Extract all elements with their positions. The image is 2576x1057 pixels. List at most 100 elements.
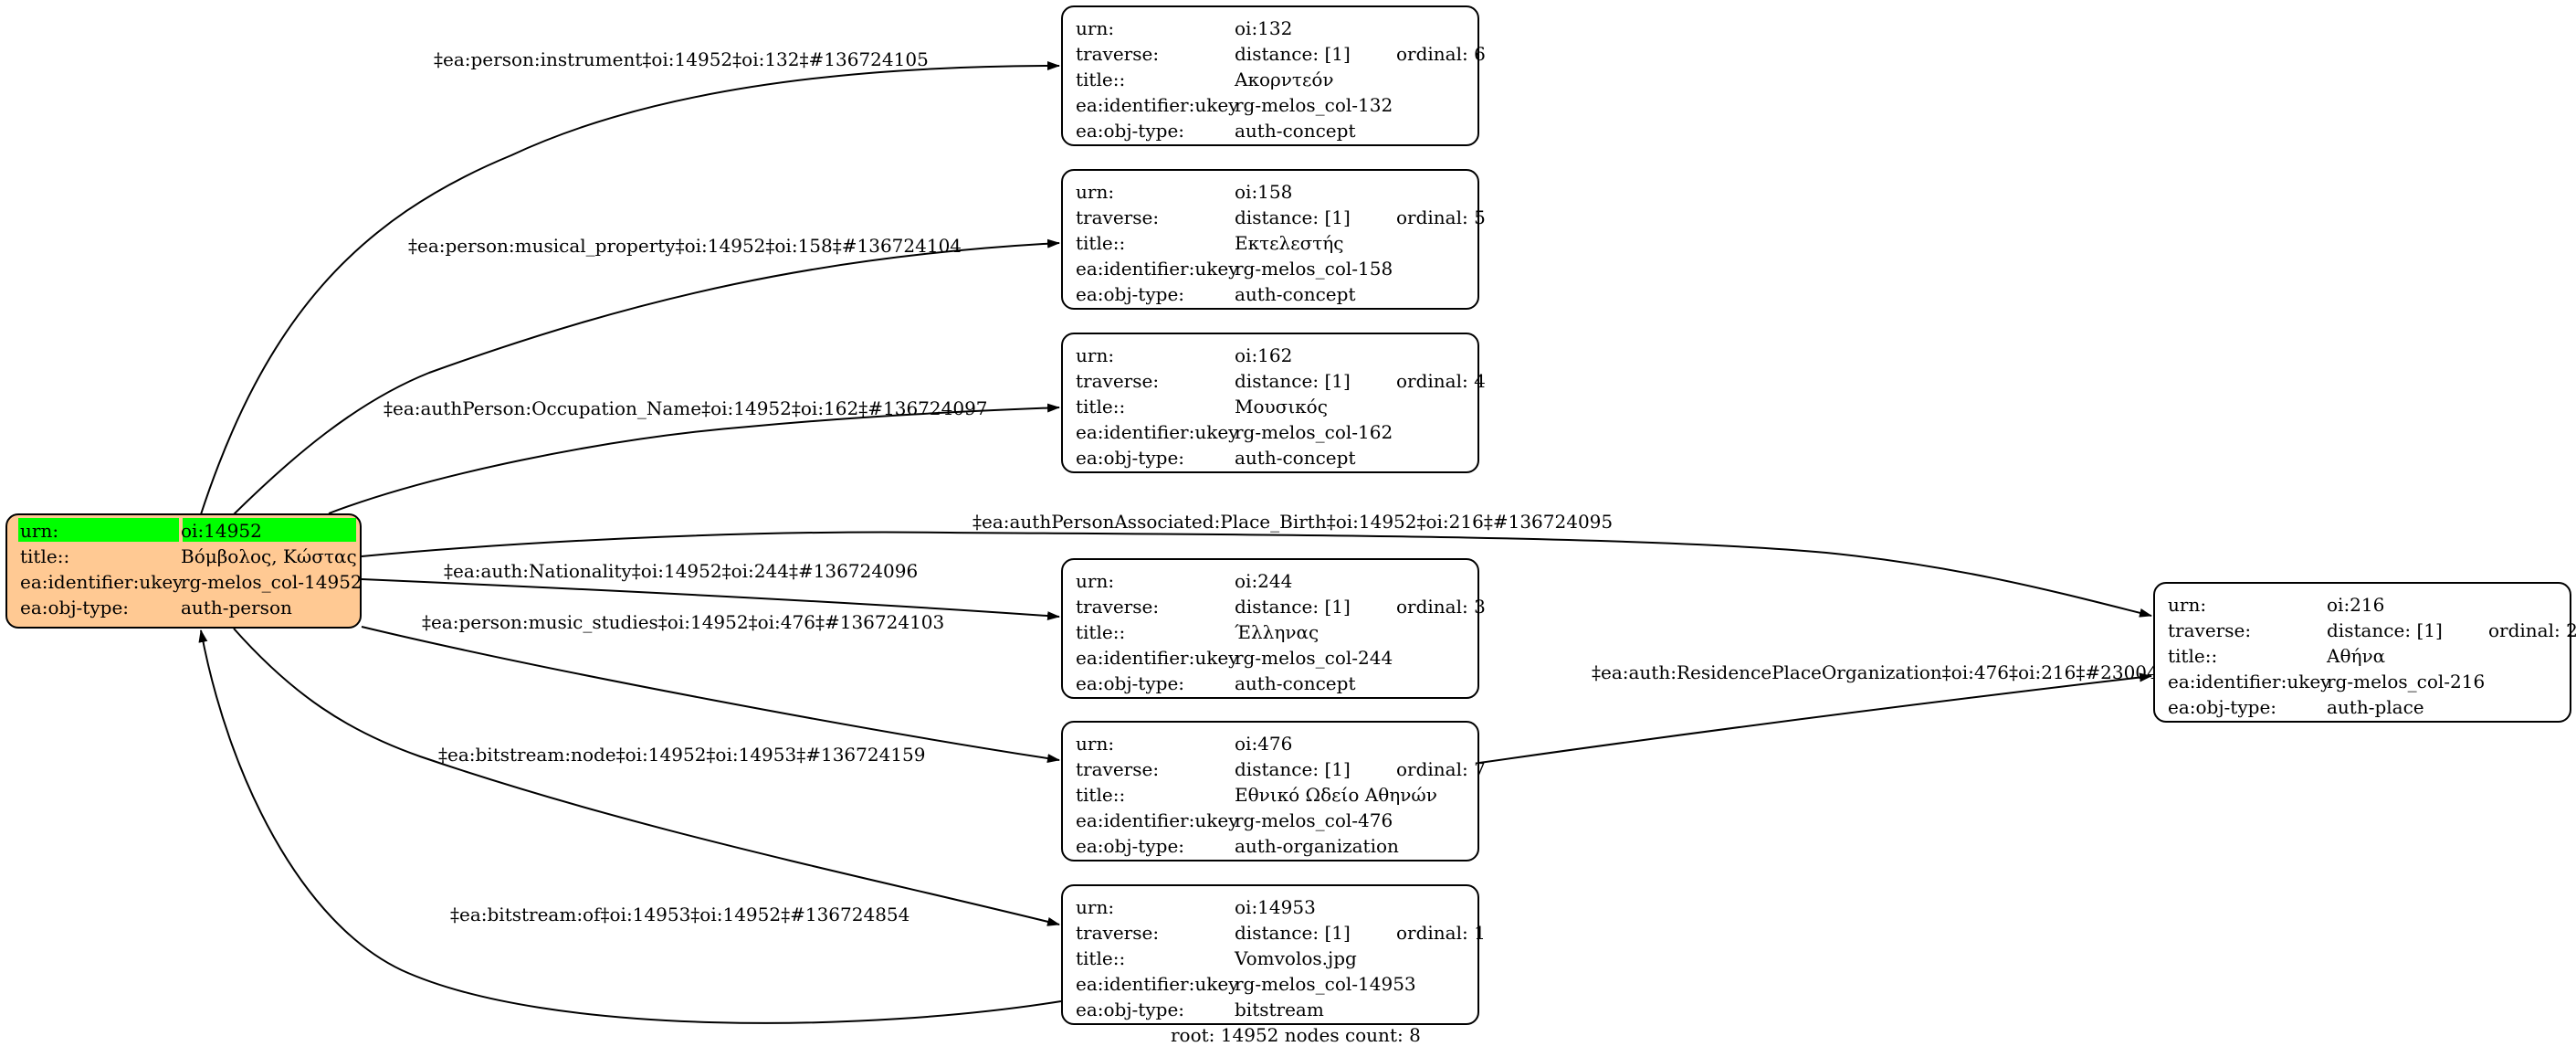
node-row-urn: urn:oi:216 bbox=[2155, 592, 2570, 618]
edge-root-to-n162 bbox=[328, 403, 1060, 514]
field-key-ukey: ea:identifier:ukey bbox=[1076, 94, 1239, 116]
field-value-traverse: distance: [1] bbox=[2327, 619, 2443, 641]
node-row-traverse: traverse:distance: [1]ordinal: 5 bbox=[1063, 205, 1486, 230]
field-key-ukey: ea:identifier:ukey bbox=[1076, 421, 1239, 443]
field-key-traverse: traverse: bbox=[1076, 370, 1160, 392]
field-key-title: title:: bbox=[1076, 232, 1126, 254]
node-row-urn: urn: oi:476 bbox=[1063, 731, 1477, 756]
field-key-objtype: ea:obj-type: bbox=[2168, 696, 2277, 718]
edge-label: ‡ea:auth:Nationality‡oi:14952‡oi:244‡#13… bbox=[444, 560, 918, 582]
edge-label: ‡ea:authPerson:Occupation_Name‡oi:14952‡… bbox=[384, 397, 988, 419]
field-key-traverse: traverse: bbox=[1076, 758, 1160, 780]
node-row-urn: urn:oi:162 bbox=[1063, 343, 1477, 368]
edge-label: ‡ea:person:music_studies‡oi:14952‡oi:476… bbox=[422, 611, 944, 633]
field-value-traverse: distance: [1] bbox=[1235, 370, 1351, 392]
node-row-title: title::Εκτελεστής bbox=[1063, 230, 1477, 256]
edge-root-to-n216 bbox=[361, 531, 2152, 618]
node-row-urn: urn:oi:158 bbox=[1063, 179, 1477, 205]
field-key-ukey: ea:identifier:ukey bbox=[1076, 258, 1239, 280]
field-value-ukey: rg-melos_col-244 bbox=[1235, 647, 1393, 669]
field-key-traverse: traverse: bbox=[1076, 596, 1160, 618]
field-ordinal: ordinal: 3 bbox=[1396, 596, 1486, 618]
field-value-ukey: rg-melos_col-14953 bbox=[1235, 973, 1416, 995]
field-value-traverse: distance: [1] bbox=[1235, 596, 1351, 618]
node-row-objtype: ea:obj-type:auth-organization bbox=[1063, 833, 1477, 859]
edge-label: ‡ea:person:musical_property‡oi:14952‡oi:… bbox=[408, 235, 962, 257]
graph-footer: root: 14952 nodes count: 8 bbox=[1171, 1024, 1421, 1046]
field-value-traverse: distance: [1] bbox=[1235, 43, 1351, 65]
field-key-traverse: traverse: bbox=[2168, 619, 2252, 641]
root-node[interactable]: urn: oi:14952 title:: Βόμβολος, Κώστας e… bbox=[5, 513, 363, 629]
field-key-urn: urn: bbox=[1076, 570, 1115, 592]
edge-label: ‡ea:auth:ResidencePlaceOrganization‡oi:4… bbox=[1592, 661, 2170, 683]
root-row-objtype: ea:obj-type: auth-person bbox=[7, 595, 360, 620]
node-row-title: title::Μουσικός bbox=[1063, 394, 1477, 419]
urn-key-highlight bbox=[18, 518, 179, 542]
field-ordinal: ordinal: 4 bbox=[1396, 370, 1486, 392]
field-value-objtype: bitstream bbox=[1235, 999, 1324, 1020]
field-key-traverse: traverse: bbox=[1076, 206, 1160, 228]
node-oi-476[interactable]: urn: oi:476 traverse: distance: [1] ordinal:… bbox=[1061, 721, 1486, 861]
node-row-objtype: ea:obj-type:auth-place bbox=[2155, 694, 2570, 720]
node-row-objtype: ea:obj-type:bitstream bbox=[1063, 997, 1477, 1022]
node-row-urn: urn:oi:14953 bbox=[1063, 894, 1477, 920]
field-value-ukey: rg-melos_col-216 bbox=[2327, 671, 2486, 692]
edge-n476-to-n216 bbox=[1478, 672, 2152, 764]
field-key-traverse: traverse: bbox=[1076, 922, 1160, 944]
field-key-title: title:: bbox=[1076, 69, 1126, 90]
node-row-objtype: ea:obj-type:auth-concept bbox=[1063, 281, 1477, 307]
field-value-title: Αθήνα bbox=[2327, 645, 2386, 667]
root-row-ukey: ea:identifier:ukey rg-melos_col-14952 bbox=[7, 569, 363, 595]
root-row-title: title:: Βόμβολος, Κώστας bbox=[7, 544, 360, 569]
field-key-objtype: ea:obj-type: bbox=[1076, 835, 1185, 857]
field-value-urn: oi:132 bbox=[1235, 17, 1293, 39]
node-row-title: title::Έλληνας bbox=[1063, 619, 1477, 645]
node-row-traverse: traverse: distance: [1] ordinal: 7 bbox=[1063, 756, 1486, 782]
field-key-urn: urn: bbox=[1076, 733, 1115, 755]
node-row-traverse: traverse:distance: [1]ordinal: 2 bbox=[2155, 618, 2576, 643]
field-value-ukey: rg-melos_col-132 bbox=[1235, 94, 1393, 116]
node-row-traverse: traverse: distance: [1] ordinal: 1 bbox=[1063, 920, 1486, 946]
field-value-urn: oi:14953 bbox=[1235, 896, 1316, 918]
field-key-ukey: ea:identifier:ukey bbox=[2168, 671, 2331, 692]
node-row-objtype: ea:obj-type:auth-concept bbox=[1063, 118, 1477, 143]
field-key-title: title:: bbox=[1076, 784, 1126, 806]
root-ukey-key: ea:identifier:ukey bbox=[20, 571, 184, 593]
node-row-urn: urn:oi:244 bbox=[1063, 568, 1477, 594]
field-ordinal: ordinal: 1 bbox=[1396, 922, 1486, 944]
field-value-traverse: distance: [1] bbox=[1235, 922, 1351, 944]
root-objtype-value: auth-person bbox=[181, 597, 292, 618]
field-key-urn: urn: bbox=[1076, 17, 1115, 39]
field-key-objtype: ea:obj-type: bbox=[1076, 447, 1185, 469]
root-row-urn: urn: oi:14952 bbox=[7, 518, 360, 544]
edge-root-to-n132 bbox=[200, 61, 1060, 515]
field-value-urn: oi:476 bbox=[1235, 733, 1293, 755]
field-value-traverse: distance: [1] bbox=[1235, 758, 1351, 780]
edge-n14953-to-root bbox=[198, 629, 1062, 1024]
edge-label: ‡ea:authPersonAssociated:Place_Birth‡oi:… bbox=[973, 511, 1613, 533]
field-value-objtype: auth-concept bbox=[1235, 672, 1356, 694]
root-title-key: title:: bbox=[20, 545, 70, 567]
node-row-traverse: traverse: distance: [1] ordinal: 4 bbox=[1063, 368, 1486, 394]
field-value-objtype: auth-concept bbox=[1235, 283, 1356, 305]
field-value-title: Έλληνας bbox=[1235, 621, 1320, 643]
root-objtype-key: ea:obj-type: bbox=[20, 597, 130, 618]
field-ordinal: ordinal: 7 bbox=[1396, 758, 1486, 780]
root-title-value: Βόμβολος, Κώστας bbox=[181, 545, 357, 567]
edge-root-to-n158 bbox=[233, 238, 1060, 515]
field-value-urn: oi:162 bbox=[1235, 344, 1293, 366]
edge-label: ‡ea:bitstream:node‡oi:14952‡oi:14953‡#13… bbox=[438, 744, 926, 766]
